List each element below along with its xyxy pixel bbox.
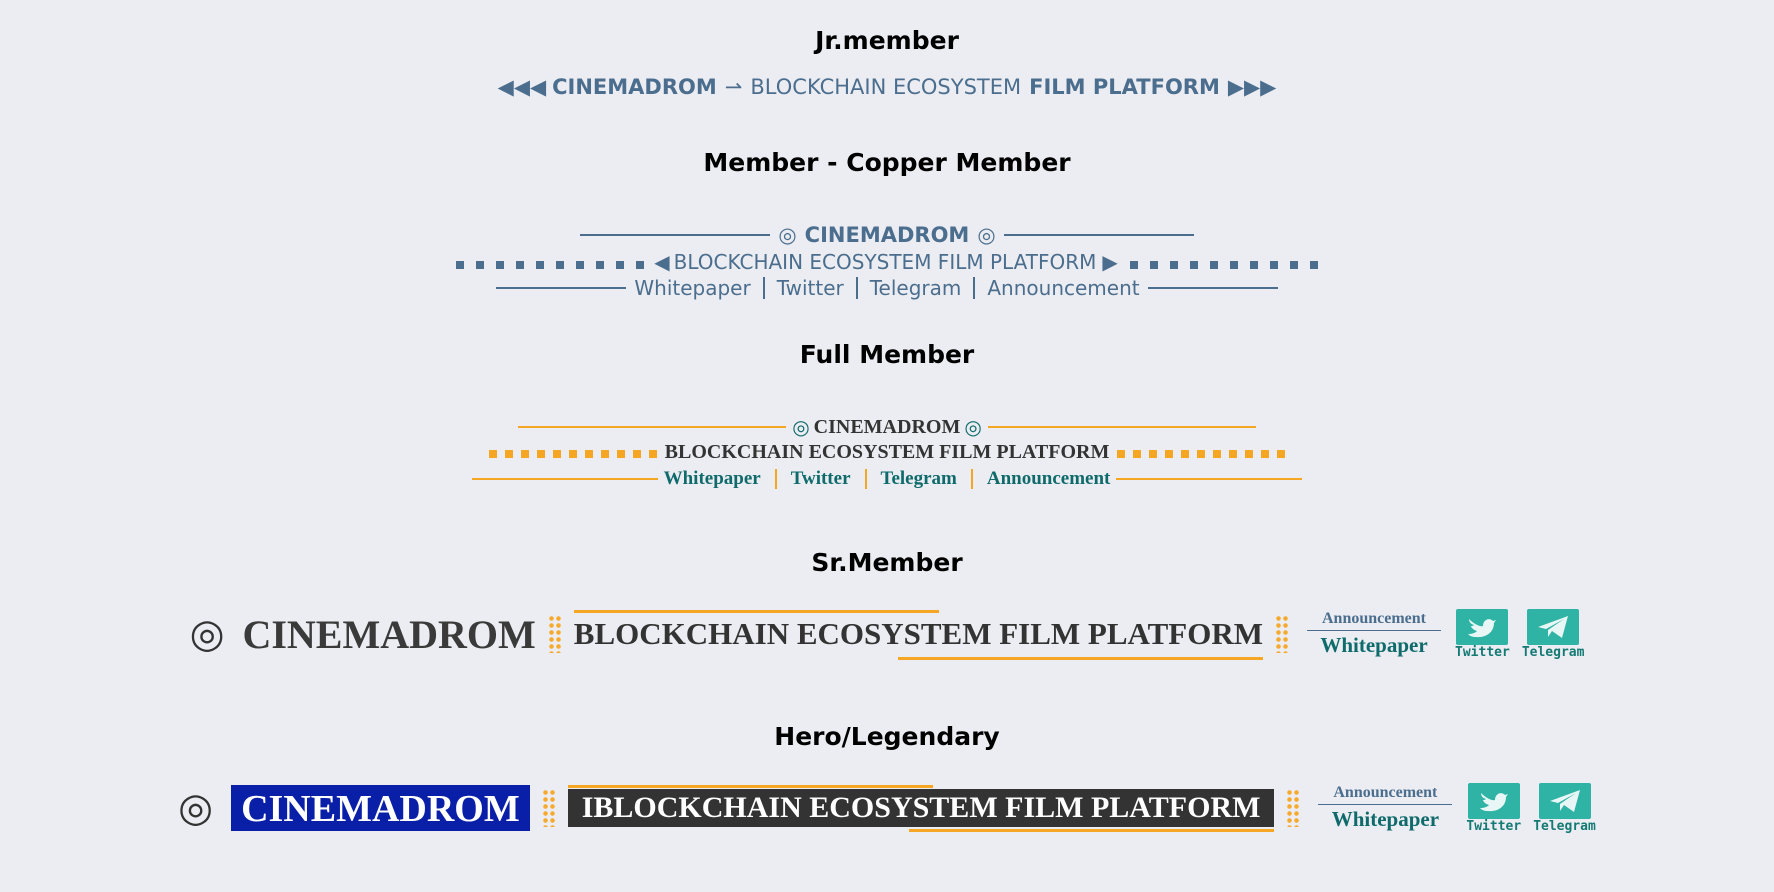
sr-brand[interactable]: CINEMADROM bbox=[242, 611, 536, 657]
accent-line bbox=[898, 657, 1264, 660]
bird-icon bbox=[1456, 608, 1509, 645]
twitter-button[interactable]: Twitter bbox=[1455, 608, 1510, 660]
divider-line bbox=[1116, 478, 1303, 480]
ring-icon: ◎ bbox=[778, 223, 797, 247]
divider-line bbox=[518, 426, 787, 428]
divider-pipe bbox=[973, 277, 976, 299]
copper-links-row: Whitepaper Twitter Telegram Announcement bbox=[0, 275, 1774, 301]
dotted-line bbox=[1124, 250, 1324, 274]
full-tagline: BLOCKCHAIN ECOSYSTEM FILM PLATFORM bbox=[664, 440, 1110, 463]
ring-icon: ◎ bbox=[792, 415, 810, 439]
divider-pipe bbox=[864, 469, 867, 489]
hero-brand[interactable]: CINEMADROM bbox=[231, 785, 530, 831]
divider-line bbox=[987, 426, 1256, 428]
right-arrows-icon: ▶▶▶ bbox=[1227, 75, 1277, 99]
hero-tagline[interactable]: IBLOCKCHAIN ECOSYSTEM FILM PLATFORM bbox=[567, 789, 1275, 827]
link-announcement[interactable]: Announcement bbox=[987, 276, 1140, 300]
paper-plane-icon bbox=[1527, 608, 1580, 645]
left-arrows-icon: ◀◀◀ bbox=[497, 75, 547, 99]
link-twitter[interactable]: Twitter bbox=[790, 468, 851, 489]
full-tagline-row: BLOCKCHAIN ECOSYSTEM FILM PLATFORM bbox=[0, 439, 1774, 465]
hero-tagline-box: IBLOCKCHAIN ECOSYSTEM FILM PLATFORM bbox=[567, 785, 1275, 832]
jr-tail-text: FILM PLATFORM bbox=[1029, 75, 1220, 99]
jr-separator-icon: ⇀ bbox=[724, 75, 743, 99]
dotted-line bbox=[1113, 441, 1289, 464]
dotted-line bbox=[450, 250, 650, 274]
paper-plane-icon bbox=[1538, 782, 1591, 819]
divider-line bbox=[1003, 234, 1194, 236]
divider-pipe bbox=[774, 469, 777, 489]
divider-pipe bbox=[855, 277, 858, 299]
section-title-copper: Member - Copper Member bbox=[703, 148, 1071, 177]
hero-link-stack: Announcement Whitepaper bbox=[1318, 784, 1453, 832]
section-title-hero: Hero/Legendary bbox=[774, 722, 1000, 751]
twitter-label: Twitter bbox=[1455, 644, 1510, 660]
link-announcement[interactable]: Announcement bbox=[1322, 610, 1427, 627]
copper-brand[interactable]: CINEMADROM bbox=[804, 223, 970, 247]
sr-tagline[interactable]: BLOCKCHAIN ECOSYSTEM FILM PLATFORM bbox=[573, 616, 1264, 651]
right-triangle-icon: ▶ bbox=[1102, 250, 1118, 274]
sr-tagline-box: BLOCKCHAIN ECOSYSTEM FILM PLATFORM bbox=[573, 610, 1264, 660]
divider-line bbox=[1307, 630, 1442, 631]
dots-divider bbox=[1275, 615, 1290, 653]
jr-mid-text: BLOCKCHAIN ECOSYSTEM bbox=[750, 75, 1022, 99]
section-title-sr: Sr.Member bbox=[811, 548, 963, 577]
ring-icon: ◎ bbox=[178, 785, 214, 831]
section-title-full: Full Member bbox=[799, 340, 975, 369]
accent-line bbox=[567, 785, 933, 788]
left-triangle-icon: ◀ bbox=[654, 250, 670, 274]
jr-banner[interactable]: ◀◀◀ CINEMADROM ⇀ BLOCKCHAIN ECOSYSTEM FI… bbox=[0, 74, 1774, 100]
full-brand[interactable]: CINEMADROM bbox=[813, 415, 961, 438]
divider-line bbox=[496, 287, 627, 289]
telegram-button[interactable]: Telegram bbox=[1533, 782, 1596, 834]
link-announcement[interactable]: Announcement bbox=[986, 468, 1111, 489]
link-whitepaper[interactable]: Whitepaper bbox=[1331, 807, 1440, 831]
accent-line bbox=[909, 829, 1275, 832]
full-links-row: Whitepaper Twitter Telegram Announcement bbox=[0, 466, 1774, 492]
dots-divider bbox=[1286, 789, 1301, 827]
telegram-button[interactable]: Telegram bbox=[1521, 608, 1585, 660]
divider-line bbox=[580, 234, 771, 236]
divider-line bbox=[1318, 804, 1453, 805]
telegram-label: Telegram bbox=[1533, 818, 1596, 834]
copper-tagline: BLOCKCHAIN ECOSYSTEM FILM PLATFORM bbox=[673, 250, 1097, 274]
link-telegram[interactable]: Telegram bbox=[869, 276, 962, 300]
twitter-button[interactable]: Twitter bbox=[1466, 782, 1522, 834]
sr-link-stack: Announcement Whitepaper bbox=[1307, 610, 1442, 658]
link-twitter[interactable]: Twitter bbox=[776, 276, 844, 300]
accent-line bbox=[573, 610, 939, 613]
dotted-line bbox=[485, 441, 661, 464]
link-telegram[interactable]: Telegram bbox=[880, 468, 957, 489]
bird-icon bbox=[1467, 782, 1520, 819]
jr-brand: CINEMADROM bbox=[552, 75, 717, 99]
link-announcement[interactable]: Announcement bbox=[1333, 784, 1438, 801]
full-brand-row: ◎ CINEMADROM ◎ bbox=[0, 414, 1774, 440]
link-whitepaper[interactable]: Whitepaper bbox=[1320, 633, 1428, 657]
hero-banner: ◎ CINEMADROM IBLOCKCHAIN ECOSYSTEM FILM … bbox=[0, 774, 1774, 842]
copper-tagline-row: ◀ BLOCKCHAIN ECOSYSTEM FILM PLATFORM ▶ bbox=[0, 249, 1774, 275]
divider-pipe bbox=[970, 469, 973, 489]
ring-icon: ◎ bbox=[189, 611, 225, 657]
twitter-label: Twitter bbox=[1466, 818, 1522, 834]
sr-banner: ◎ CINEMADROM BLOCKCHAIN ECOSYSTEM FILM P… bbox=[0, 600, 1774, 668]
ring-icon: ◎ bbox=[977, 223, 996, 247]
divider-line bbox=[1147, 287, 1278, 289]
dots-divider bbox=[547, 615, 562, 653]
link-whitepaper[interactable]: Whitepaper bbox=[663, 468, 761, 489]
divider-line bbox=[471, 478, 658, 480]
section-title-jr: Jr.member bbox=[815, 26, 959, 55]
ring-icon: ◎ bbox=[964, 415, 982, 439]
link-whitepaper[interactable]: Whitepaper bbox=[634, 276, 751, 300]
divider-pipe bbox=[762, 277, 765, 299]
dots-divider bbox=[541, 789, 556, 827]
copper-brand-row: ◎ CINEMADROM ◎ bbox=[0, 222, 1774, 248]
telegram-label: Telegram bbox=[1521, 644, 1585, 660]
